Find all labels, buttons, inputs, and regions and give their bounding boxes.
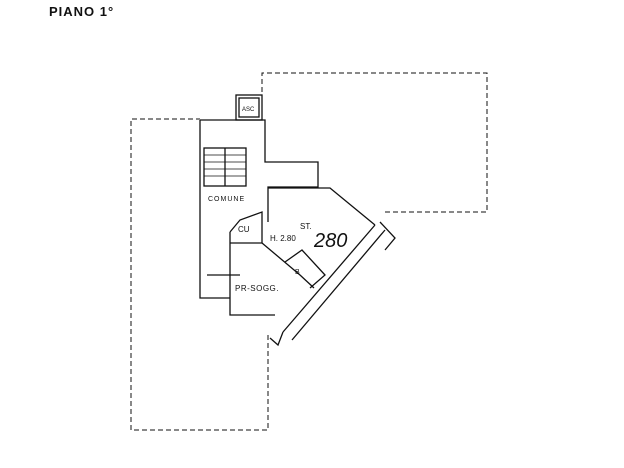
height-label: H. 2.80 xyxy=(270,234,296,243)
elevator-label: ASC xyxy=(242,107,255,113)
living-label: PR-SOGG. xyxy=(235,284,279,293)
common-label: COMUNE xyxy=(208,196,245,203)
kitchen-label: CU xyxy=(238,225,250,234)
walls xyxy=(199,94,396,347)
room-label: ST. xyxy=(300,222,312,231)
surface-label: 280 xyxy=(313,230,347,252)
plan-title: PIANO 1° xyxy=(49,4,114,19)
boundary-dashed xyxy=(130,72,488,431)
bath-label: B xyxy=(295,269,300,276)
